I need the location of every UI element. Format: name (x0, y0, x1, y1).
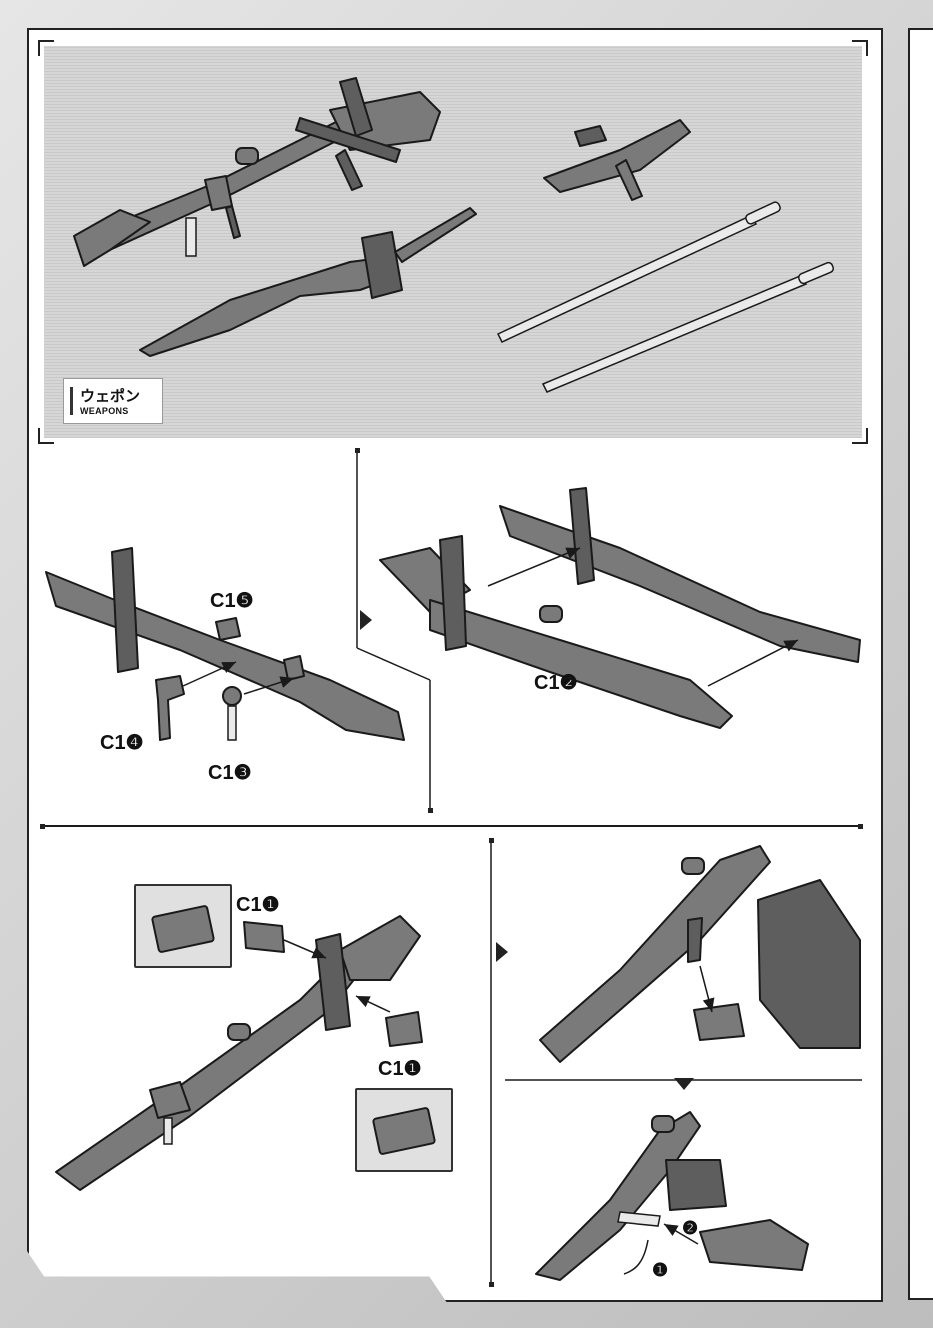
step2-illustration (379, 487, 861, 729)
rifle-illustration (543, 119, 691, 201)
weapons-label-jp: ウェポン (80, 388, 141, 405)
divider-dot (489, 1282, 494, 1287)
part-detail-inset-bottom (355, 1088, 453, 1172)
beam-saber-illustration (541, 275, 808, 393)
part-label-c1-2: C1❷ (534, 672, 578, 694)
part-label-c1-3: C1❸ (208, 762, 252, 784)
panel-corner (852, 428, 868, 444)
weapons-label-en: WEAPONS (80, 406, 129, 416)
weapons-overview-panel (44, 46, 862, 438)
part-detail-inset-top (134, 884, 232, 968)
step4-upper-illustration (539, 845, 861, 1063)
divider-dot (858, 824, 863, 829)
part-label-c1-4: C1❹ (100, 732, 144, 754)
panel-corner (852, 40, 868, 56)
panel-corner (38, 428, 54, 444)
panel-corner (38, 40, 54, 56)
step1-illustration (45, 547, 405, 741)
step3-illustration (55, 915, 423, 1191)
beam-saber-illustration (496, 215, 758, 343)
order-marker-2: ❷ (682, 1218, 699, 1238)
weapons-label-box: ウェポン WEAPONS (63, 378, 163, 424)
divider-dot (489, 838, 494, 843)
divider-dot (428, 808, 433, 813)
part-detail-piece (371, 1106, 437, 1156)
divider-dot (40, 824, 45, 829)
beam-saber-hilt (797, 261, 835, 285)
step-arrow-right (496, 942, 508, 962)
step-arrow-right (360, 610, 372, 630)
part-label-c1-1-top: C1❶ (236, 894, 280, 916)
part-label-c1-5: C1❺ (210, 590, 254, 612)
next-page-sheet (908, 28, 933, 1300)
step-arrow-down (674, 1078, 694, 1090)
bazooka-illustration (73, 77, 441, 267)
part-label-c1-1-bottom: C1❶ (378, 1058, 422, 1080)
beam-saber-hilt (745, 201, 781, 225)
part-detail-piece (150, 904, 216, 954)
divider-dot (355, 448, 360, 453)
label-bar (70, 387, 73, 415)
sword-illustration (139, 207, 477, 357)
order-marker-1: ❶ (652, 1260, 669, 1280)
step4-lower-illustration (535, 1111, 809, 1281)
